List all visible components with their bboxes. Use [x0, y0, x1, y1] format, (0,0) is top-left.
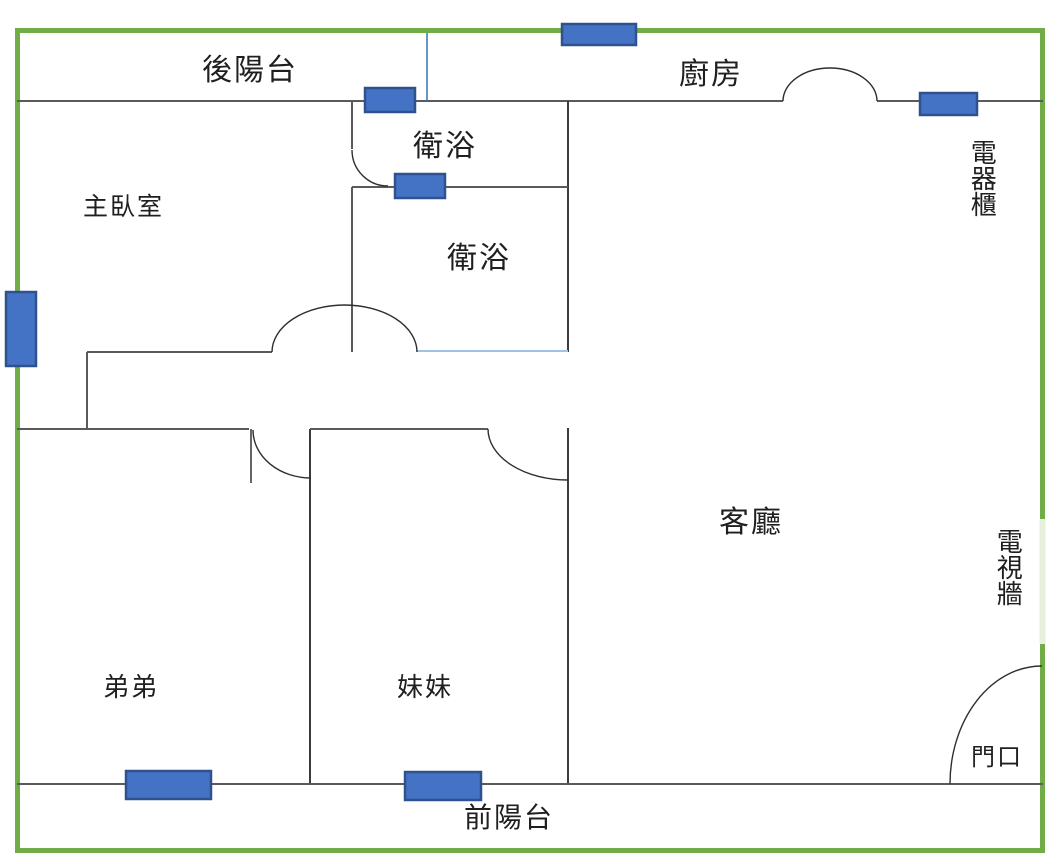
label-appliance-cabinet: 電器櫃 [967, 139, 997, 217]
window-sister-bottom [403, 770, 483, 802]
label-master-bedroom: 主臥室 [83, 194, 165, 221]
label-back-balcony: 後陽台 [202, 54, 298, 87]
bath-upper-door-arc [351, 149, 389, 187]
label-living-room: 客廳 [719, 506, 783, 539]
window-balcony-bath [363, 86, 417, 114]
master-door-arc [271, 304, 418, 353]
window-kitchen-right [918, 91, 979, 117]
label-front-balcony: 前陽台 [464, 803, 555, 834]
entrance-door-arc [949, 665, 1043, 785]
label-sister-room: 妹妹 [397, 673, 454, 702]
window-master-left [4, 290, 38, 368]
label-bathroom-upper: 衛浴 [413, 130, 477, 163]
kitchen-door-arc [782, 67, 878, 102]
label-bathroom-lower: 衛浴 [447, 242, 511, 275]
label-tv-wall: 電視牆 [993, 528, 1023, 606]
window-bath-partition [393, 172, 447, 200]
label-entrance: 門口 [971, 745, 1023, 771]
window-brother-bottom [124, 769, 213, 801]
sister-door-arc [487, 428, 569, 481]
outer-wall [15, 28, 1045, 853]
brother-door-arc [252, 429, 312, 479]
label-kitchen: 廚房 [679, 58, 743, 91]
window-kitchen-top [560, 22, 638, 47]
label-brother-room: 弟弟 [103, 673, 160, 702]
